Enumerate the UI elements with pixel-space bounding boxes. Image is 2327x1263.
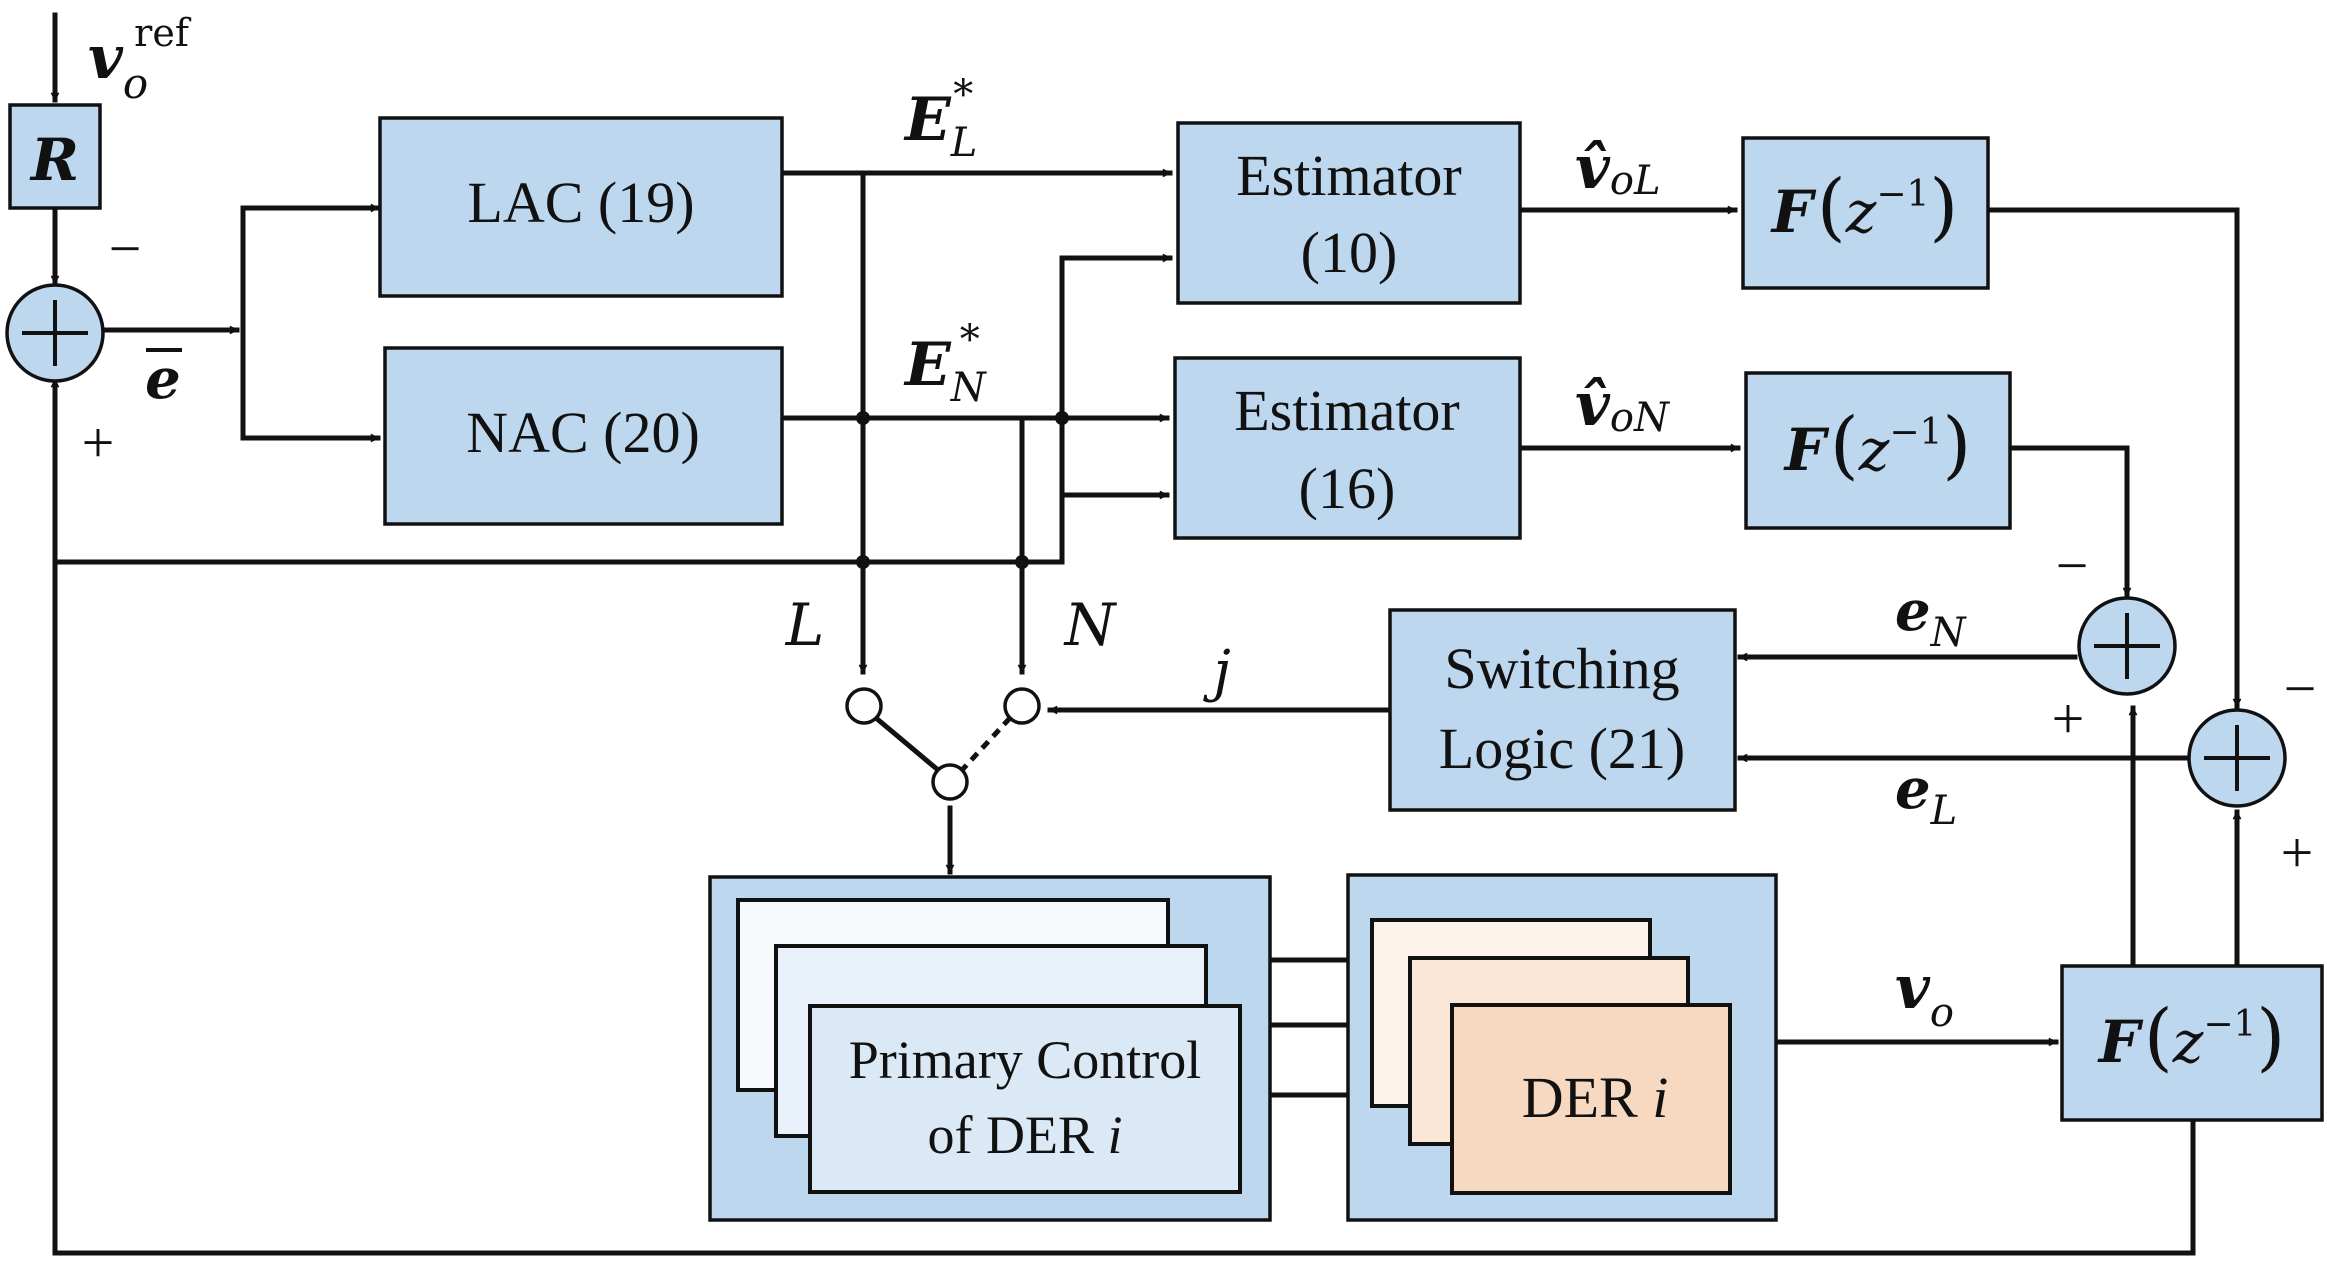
- filter-F: F: [2097, 1008, 2144, 1076]
- EN-sub: N: [950, 365, 988, 411]
- switching-line2: Logic (21): [1439, 716, 1685, 781]
- filter-z: z: [1845, 178, 1877, 246]
- sign-minus-main: −: [109, 216, 142, 281]
- lac-label: LAC (19): [467, 170, 694, 235]
- e-bar-label: e: [145, 346, 181, 412]
- eL-sub: L: [1930, 788, 1958, 834]
- estimator-16-block: Estimator (16): [1173, 356, 1522, 540]
- signal-labels: voref − + e EL* EN* v̂oL v̂oN eN eL vo L…: [82, 11, 2317, 1036]
- filter-z: z: [1858, 416, 1890, 484]
- svg-text:v̂oL: v̂oL: [1575, 133, 1661, 204]
- svg-text:voref: voref: [88, 11, 192, 108]
- der-i: i: [1652, 1065, 1668, 1130]
- estimator-10-block: Estimator (10): [1176, 121, 1522, 305]
- summer-main: [5, 283, 105, 383]
- R-label: R: [29, 126, 79, 194]
- nac-block: NAC (20): [383, 346, 784, 526]
- svg-text:F(z−1): F(z−1): [1770, 164, 1959, 250]
- der-group: DER i: [1346, 873, 1778, 1222]
- filter-exp: −1: [1889, 412, 1942, 453]
- switching-logic-block: Switching Logic (21): [1388, 608, 1737, 812]
- primary-i: i: [1107, 1105, 1122, 1165]
- sign-minus-eL: −: [2284, 656, 2317, 721]
- switch-label-j: j: [1202, 639, 1230, 704]
- filter-exp: −1: [1876, 174, 1929, 215]
- junction-dots: [856, 411, 1069, 569]
- switch-node-N: [1003, 687, 1041, 725]
- filter-block-top: F(z−1): [1741, 136, 1990, 290]
- estimator-16-line1: Estimator: [1234, 378, 1460, 443]
- svg-text:DER i: DER i: [1522, 1065, 1669, 1130]
- primary-control-group: Primary Control of DER i: [708, 875, 1272, 1222]
- filter-F: F: [1783, 416, 1830, 484]
- primary-line2: of DER: [928, 1105, 1108, 1165]
- vref-v: v: [88, 23, 124, 93]
- EL-symbol: E: [903, 85, 952, 155]
- vo-sub: o: [1930, 990, 1954, 1036]
- vo-symbol: v: [1895, 953, 1931, 1023]
- eN-symbol: e: [1895, 578, 1931, 644]
- sign-minus-eN: −: [2056, 533, 2089, 598]
- svg-text:F(z−1): F(z−1): [1783, 402, 1972, 488]
- mode-switch: [845, 687, 1041, 801]
- svg-text:EN*: EN*: [903, 317, 988, 411]
- sign-plus-eN: +: [2052, 686, 2085, 751]
- eN-sub: N: [1930, 610, 1968, 656]
- filter-exp: −1: [2203, 1004, 2256, 1045]
- svg-text:F(z−1): F(z−1): [2097, 994, 2286, 1080]
- estimator-16-line2: (16): [1299, 456, 1396, 521]
- svg-text:eN: eN: [1895, 578, 1968, 656]
- vhat-oN-sub: oN: [1610, 395, 1671, 441]
- EN-symbol: E: [903, 330, 952, 400]
- switch-node-L: [845, 687, 883, 725]
- switch-label-N: N: [1063, 591, 1118, 659]
- filter-z: z: [2172, 1008, 2204, 1076]
- vref-sup: ref: [134, 11, 192, 55]
- vhat-oN-symbol: v̂: [1575, 370, 1611, 440]
- primary-line1: Primary Control: [849, 1030, 1201, 1090]
- der-label: DER: [1522, 1065, 1653, 1130]
- svg-text:v̂oN: v̂oN: [1575, 370, 1671, 441]
- estimator-10-line2: (10): [1301, 220, 1398, 285]
- sign-plus-main: +: [82, 410, 115, 475]
- gain-R-block: R: [8, 103, 102, 210]
- vhat-oL-symbol: v̂: [1575, 133, 1611, 203]
- filter-F: F: [1770, 178, 1817, 246]
- EN-star: *: [960, 317, 980, 363]
- filter-block-mid: F(z−1): [1744, 371, 2012, 530]
- summer-eL: [2187, 708, 2287, 808]
- svg-text:EL*: EL*: [903, 72, 977, 166]
- EL-sub: L: [950, 120, 978, 166]
- switch-common-node: [931, 763, 969, 801]
- vhat-oL-sub: oL: [1610, 158, 1661, 204]
- svg-text:eL: eL: [1895, 756, 1957, 834]
- estimator-10-line1: Estimator: [1236, 143, 1462, 208]
- wires: [55, 12, 2237, 1256]
- sign-plus-eL: +: [2281, 820, 2314, 885]
- filter-block-bottom: F(z−1): [2060, 964, 2324, 1122]
- switch-label-L: L: [785, 591, 825, 659]
- lac-block: LAC (19): [378, 116, 784, 298]
- svg-text:of DER i: of DER i: [928, 1105, 1123, 1165]
- nac-label: NAC (20): [466, 400, 700, 465]
- switching-line1: Switching: [1444, 636, 1679, 701]
- summer-eN: [2077, 596, 2177, 696]
- svg-text:vo: vo: [1895, 953, 1954, 1036]
- EL-star: *: [953, 72, 973, 118]
- eL-symbol: e: [1895, 756, 1931, 822]
- vref-sub: o: [123, 59, 148, 108]
